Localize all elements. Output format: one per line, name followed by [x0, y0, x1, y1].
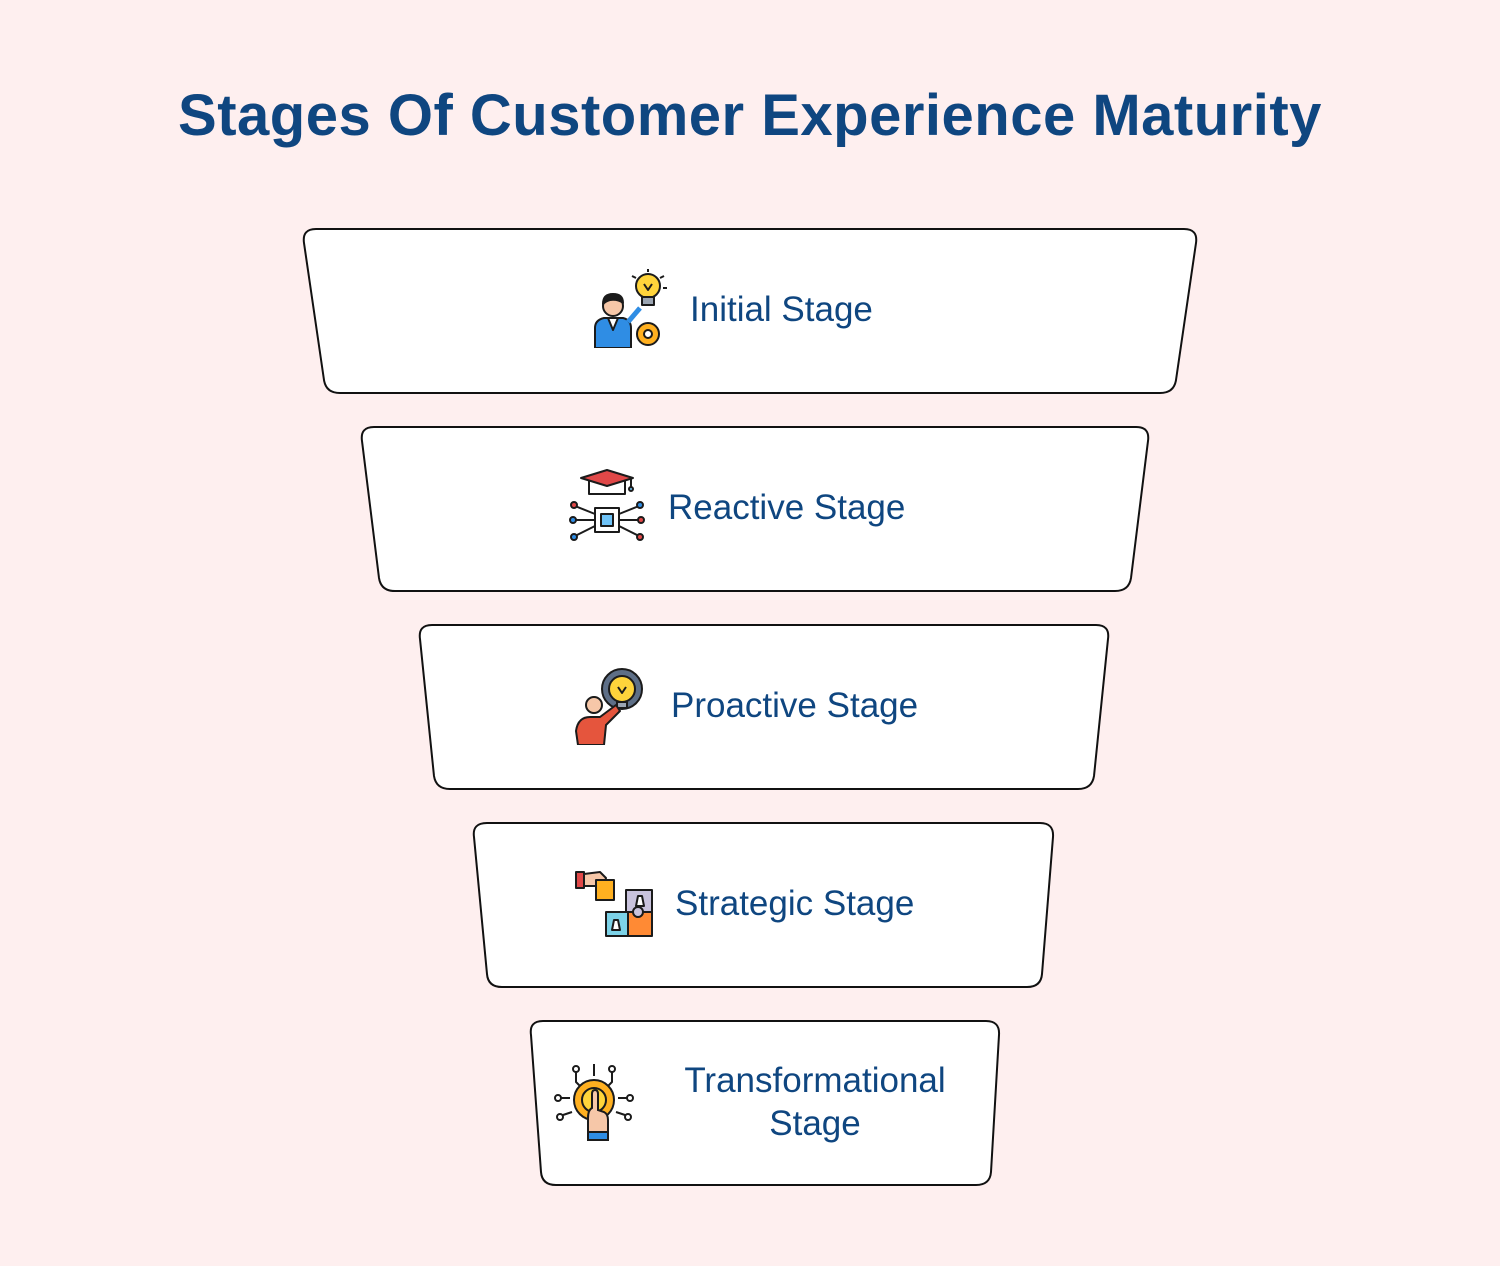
person-lightbulb-gear-icon — [594, 269, 667, 348]
stage-label-initial: Initial Stage — [690, 290, 873, 329]
finger-touch-gear-circuit-icon — [554, 1064, 634, 1141]
stage-label-reactive: Reactive Stage — [668, 488, 906, 527]
stage-box-strategic — [472, 822, 1055, 988]
puzzle-chess-hand-icon — [575, 871, 653, 937]
stage-box-transformational — [529, 1020, 1001, 1186]
stage-box-reactive — [360, 426, 1150, 592]
person-idea-gear-icon — [575, 668, 643, 745]
stage-label-strategic: Strategic Stage — [675, 884, 915, 923]
diagram-title: Stages Of Customer Experience Maturity — [178, 83, 1322, 148]
stage-label-transformational: Transformational Stage — [684, 1061, 946, 1143]
graduation-cap-circuit-icon — [569, 469, 645, 541]
stage-box-initial — [302, 228, 1198, 394]
stage-box-proactive — [418, 624, 1110, 790]
stage-label-proactive: Proactive Stage — [671, 686, 919, 725]
